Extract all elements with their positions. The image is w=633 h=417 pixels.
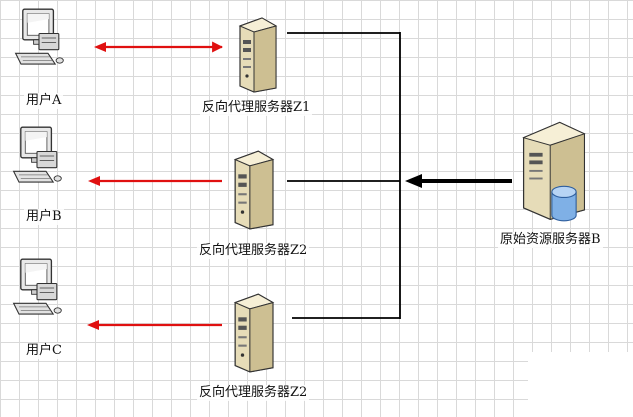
- database-cylinder-icon: [550, 185, 578, 223]
- user-b-label: 用户B: [24, 209, 64, 225]
- origin-label: 原始资源服务器B: [498, 232, 603, 248]
- tower-server-icon: [226, 147, 280, 231]
- corner-blank-area: [528, 352, 633, 417]
- computer-icon: [12, 6, 66, 70]
- response-arrow-b-head: [88, 176, 100, 186]
- tower-server-icon: [226, 290, 280, 374]
- origin-arrow-head: [405, 174, 422, 188]
- user-a-label: 用户A: [24, 93, 64, 109]
- proxy-1-label: 反向代理服务器Z1: [200, 100, 313, 116]
- response-arrow-a-head: [94, 42, 106, 52]
- computer-icon: [10, 256, 64, 320]
- tower-server-icon: [232, 14, 282, 94]
- proxy-3-label: 反向代理服务器Z2: [197, 385, 310, 401]
- response-arrow-c-head: [87, 320, 99, 330]
- computer-icon: [10, 124, 64, 188]
- user-c-label: 用户C: [24, 343, 64, 359]
- proxy-2-label: 反向代理服务器Z2: [197, 243, 310, 259]
